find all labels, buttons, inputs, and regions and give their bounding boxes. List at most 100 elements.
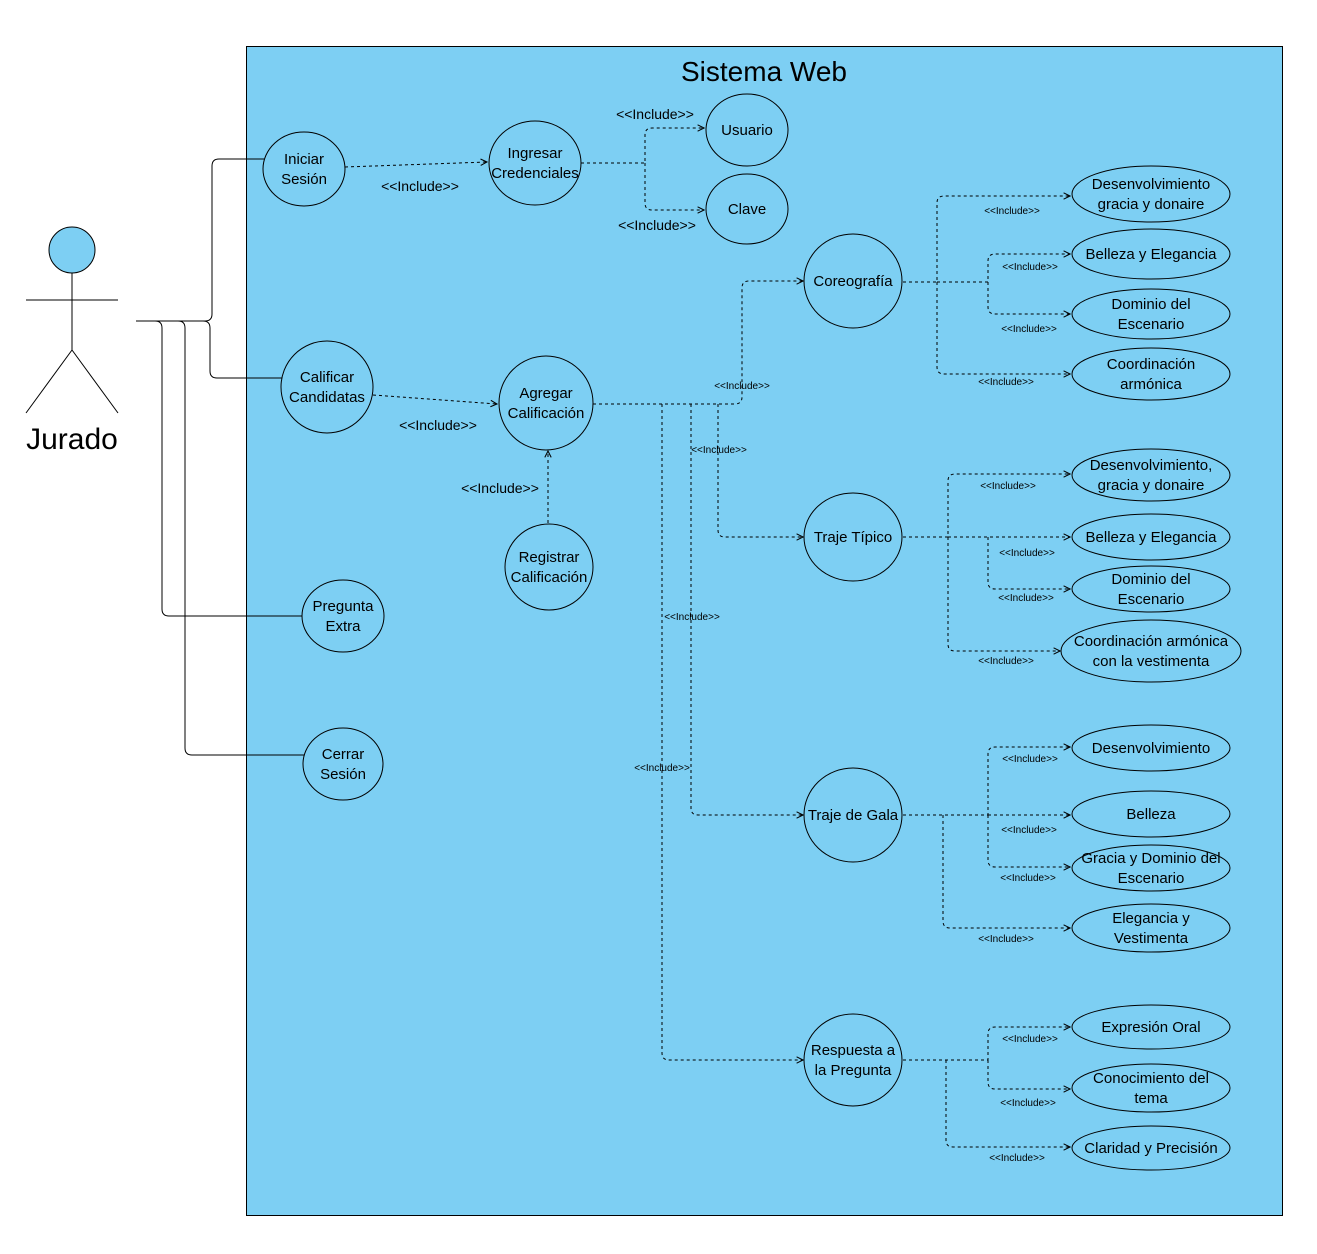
edge-respuesta-to-claridad bbox=[945, 1060, 1070, 1147]
use-case-resp-claridad[interactable]: Claridad y Precisión bbox=[1071, 1125, 1231, 1171]
use-case-label: Escenario bbox=[1118, 591, 1185, 608]
use-case-resp-expresion[interactable]: Expresión Oral bbox=[1071, 1004, 1231, 1050]
use-case-shape bbox=[280, 340, 374, 434]
use-case-shape bbox=[1071, 228, 1231, 280]
include-label: <<Include>> bbox=[1002, 262, 1058, 273]
use-case-label: armónica bbox=[1120, 376, 1182, 393]
use-case-usuario[interactable]: Usuario bbox=[705, 93, 789, 167]
use-case-respuesta-pregunta[interactable]: Respuesta ala Pregunta bbox=[803, 1013, 903, 1107]
use-case-gala-desenvolvimiento[interactable]: Desenvolvimiento bbox=[1071, 724, 1231, 772]
include-label: <<Include>> bbox=[1001, 324, 1057, 335]
use-case-label: Ingresar bbox=[507, 145, 562, 162]
use-case-label: Extra bbox=[325, 618, 361, 635]
use-case-shape bbox=[498, 355, 594, 451]
use-case-shape bbox=[504, 523, 594, 611]
include-label: <<Include>> bbox=[999, 548, 1055, 559]
edge-calificar-to-agregar bbox=[372, 394, 497, 404]
include-label: <<Include>> bbox=[1000, 1098, 1056, 1109]
use-case-label: Calificación bbox=[508, 405, 585, 422]
use-case-traje-tipico[interactable]: Traje Típico bbox=[803, 492, 903, 582]
use-case-coreo-belleza[interactable]: Belleza y Elegancia bbox=[1071, 228, 1231, 280]
use-case-label: Escenario bbox=[1118, 316, 1185, 333]
use-case-label: Iniciar bbox=[284, 151, 324, 168]
use-case-shape bbox=[1071, 513, 1231, 561]
use-case-label: Registrar bbox=[519, 549, 580, 566]
use-case-label: Traje Típico bbox=[814, 529, 892, 546]
use-case-shape bbox=[1071, 903, 1231, 953]
include-label: <<Include>> bbox=[978, 377, 1034, 388]
actor-jurado[interactable]: Jurado bbox=[25, 226, 119, 456]
include-label: <<Include>> bbox=[989, 1153, 1045, 1164]
use-case-shape bbox=[1060, 619, 1242, 683]
include-label: <<Include>> bbox=[1002, 754, 1058, 765]
use-case-label: Desenvolvimiento bbox=[1092, 740, 1210, 757]
use-case-clave[interactable]: Clave bbox=[705, 173, 789, 245]
system-title: Sistema Web bbox=[681, 56, 847, 87]
use-case-label: Vestimenta bbox=[1114, 930, 1189, 947]
use-case-label: Claridad y Precisión bbox=[1084, 1140, 1217, 1157]
include-label: <<Include>> bbox=[399, 417, 477, 433]
use-case-label: Sesión bbox=[320, 766, 366, 783]
use-case-label: con la vestimenta bbox=[1093, 653, 1210, 670]
actor-right-leg bbox=[71, 349, 119, 414]
assoc-pregunta-extra bbox=[154, 320, 302, 617]
use-case-shape bbox=[488, 120, 582, 206]
use-case-shape bbox=[262, 131, 346, 207]
edge-coreo-to-belleza bbox=[937, 254, 1070, 283]
use-case-tipico-belleza[interactable]: Belleza y Elegancia bbox=[1071, 513, 1231, 561]
edge-respuesta-to-expresion bbox=[903, 1027, 1070, 1061]
use-case-label: Candidatas bbox=[289, 389, 365, 406]
include-label: <<Include>> bbox=[714, 381, 770, 392]
use-case-traje-gala[interactable]: Traje de Gala bbox=[803, 767, 903, 863]
include-label: <<Include>> bbox=[1001, 825, 1057, 836]
use-case-label: Desenvolvimiento, bbox=[1090, 457, 1213, 474]
edge-ingresar-to-usuario bbox=[581, 128, 704, 164]
use-case-label: Calificación bbox=[511, 569, 588, 586]
edge-agregar-to-respuesta bbox=[661, 404, 803, 1060]
use-case-label: tema bbox=[1134, 1090, 1168, 1107]
edge-gala-to-gracia bbox=[987, 815, 1070, 867]
use-case-coreografia[interactable]: Coreografía bbox=[803, 233, 903, 329]
edge-tipico-to-dominio bbox=[987, 537, 1070, 589]
use-case-label: Calificar bbox=[300, 369, 354, 386]
use-case-label: Usuario bbox=[721, 122, 773, 139]
use-case-shape bbox=[1071, 1004, 1231, 1050]
use-case-shape bbox=[803, 492, 903, 582]
actor-head bbox=[48, 226, 96, 274]
use-case-label: Cerrar bbox=[322, 746, 365, 763]
use-case-shape bbox=[1071, 565, 1231, 613]
include-label: <<Include>> bbox=[616, 106, 694, 122]
edge-agregar-to-coreografia bbox=[593, 281, 803, 405]
use-case-shape bbox=[803, 233, 903, 329]
include-label: <<Include>> bbox=[691, 445, 747, 456]
use-case-shape bbox=[1071, 724, 1231, 772]
use-case-gala-belleza[interactable]: Belleza bbox=[1071, 790, 1231, 838]
use-case-label: Dominio del bbox=[1111, 571, 1190, 588]
edge-coreo-to-coordinacion bbox=[936, 282, 1070, 374]
use-case-tipico-desenvolvimiento[interactable]: Desenvolvimiento,gracia y donaire bbox=[1071, 448, 1231, 502]
edge-agregar-to-traje-gala bbox=[690, 404, 803, 815]
use-case-shape bbox=[301, 579, 385, 653]
use-case-label: Agregar bbox=[519, 385, 572, 402]
use-case-label: Expresión Oral bbox=[1101, 1019, 1200, 1036]
include-label: <<Include>> bbox=[978, 934, 1034, 945]
use-case-label: Traje de Gala bbox=[808, 807, 899, 824]
actor-left-leg bbox=[25, 349, 73, 414]
